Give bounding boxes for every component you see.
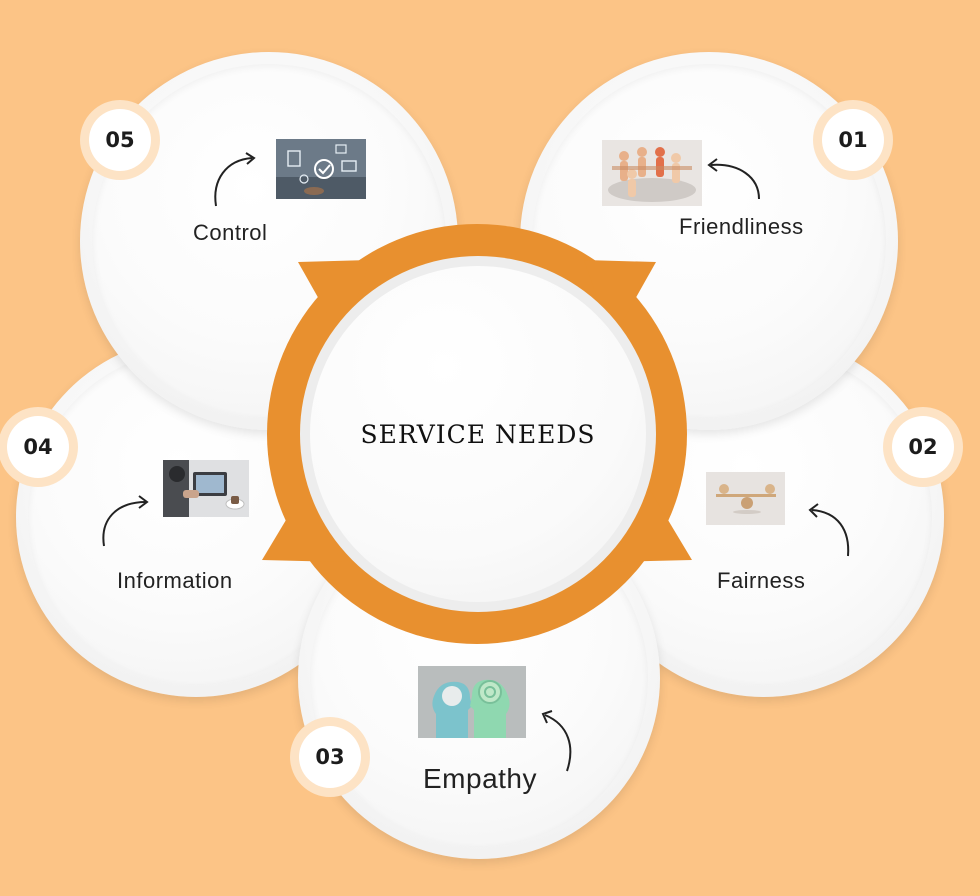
center-circle: SERVICE NEEDS [300,256,656,612]
label-empathy: Empathy [423,763,537,794]
arrow-empathy-icon [541,710,572,772]
badge-01-number: 01 [822,109,884,171]
empathy-image [418,666,526,738]
badge-04: 04 [0,407,78,487]
arrow-fairness-icon [808,503,850,557]
badge-03-number: 03 [299,726,361,788]
information-image [163,460,249,517]
center-circle-inner: SERVICE NEEDS [310,266,646,602]
label-control: Control [193,220,268,245]
badge-03: 03 [290,717,370,797]
friendliness-image [602,140,702,206]
badge-05: 05 [80,100,160,180]
fairness-image [706,472,785,525]
label-friendliness: Friendliness [679,214,804,239]
badge-02: 02 [883,407,963,487]
label-information: Information [117,568,233,593]
arrow-control-icon [214,152,256,207]
center-title: SERVICE NEEDS [360,419,596,449]
label-fairness: Fairness [717,568,806,593]
arrow-information-icon [102,495,149,547]
badge-05-number: 05 [89,109,151,171]
badge-02-number: 02 [892,416,954,478]
badge-01: 01 [813,100,893,180]
control-image [276,139,366,199]
arrow-friendliness-icon [707,158,760,200]
badge-04-number: 04 [7,416,69,478]
